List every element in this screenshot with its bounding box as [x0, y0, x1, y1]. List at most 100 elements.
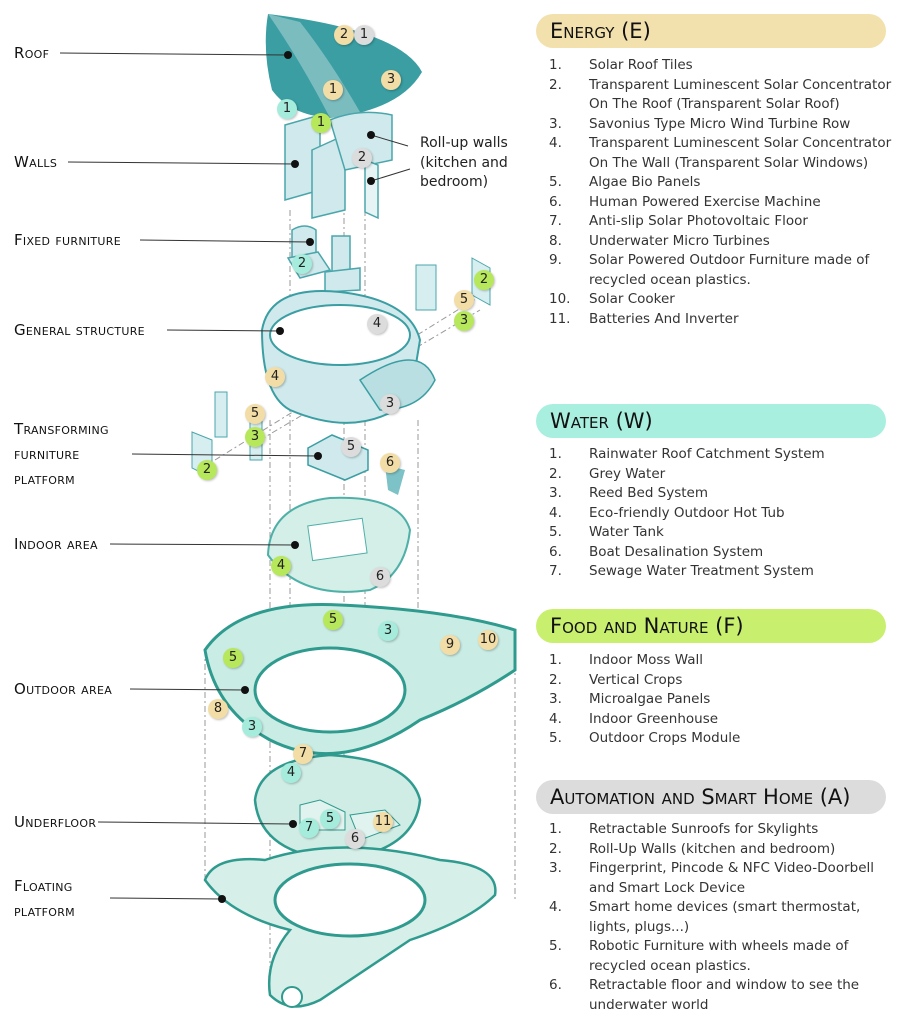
list-item: 3.Microalgae Panels: [549, 690, 899, 710]
list-item-text: Boat Desalination System: [589, 543, 764, 560]
list-item-text: Smart home devices (smart thermostat, li…: [589, 899, 861, 935]
list-item-number: 5.: [549, 524, 562, 540]
list-item-number: 2.: [549, 671, 562, 688]
list-item-text: Retractable floor and window to see the …: [589, 977, 860, 1013]
list-item-number: 3.: [549, 485, 562, 501]
list-item: 4.Indoor Greenhouse: [549, 710, 899, 730]
list-item: 4.Transparent Luminescent Solar Concentr…: [549, 134, 899, 173]
list-item: 2. Vertical Crops: [549, 671, 899, 691]
list-item-text: Grey Water: [589, 465, 666, 482]
badge-energy: 9: [440, 635, 460, 655]
walls-shape: [284, 111, 393, 220]
badge-food: 2: [197, 460, 217, 480]
badge-water: 1: [277, 99, 297, 119]
list-item: 5.Outdoor Crops Module: [549, 729, 899, 749]
label-transforming-3: platform: [14, 470, 75, 488]
list-item: 1.Retractable Sunroofs for Skylights: [549, 820, 899, 840]
badge-energy: 7: [293, 744, 313, 764]
list-item-number: 4.: [549, 135, 562, 151]
list-item-text: Robotic Furniture with wheels made of re…: [589, 938, 849, 974]
label-fixed-furniture: Fixed furniture: [14, 231, 121, 249]
list-item-text: Reed Bed System: [589, 485, 709, 501]
list-item-text: Eco-friendly Outdoor Hot Tub: [589, 504, 785, 521]
list-item-number: 1.: [549, 652, 562, 668]
list-item-number: 1.: [549, 57, 562, 73]
badge-energy: 5: [454, 290, 474, 310]
badge-food: 2: [474, 270, 494, 290]
badge-energy: 3: [381, 70, 401, 90]
list-item: 1.Solar Roof Tiles: [549, 56, 899, 76]
list-item-text: Anti-slip Solar Photovoltaic Floor: [589, 213, 808, 229]
list-item-number: 8.: [549, 232, 562, 249]
general-structure-shape: [191, 257, 491, 495]
label-outdoor-area: Outdoor area: [14, 680, 113, 698]
badge-food: 3: [454, 311, 474, 331]
floating-platform-shape: [203, 846, 497, 1008]
list-item: 7. Sewage Water Treatment System: [549, 562, 899, 582]
badge-energy: 8: [208, 699, 228, 719]
list-item-number: 3.: [549, 860, 562, 876]
badge-water: 4: [281, 763, 301, 783]
badge-automation: 1: [354, 25, 374, 45]
badge-energy: 2: [334, 25, 354, 45]
list-item: 5. Robotic Furniture with wheels made of …: [549, 937, 899, 976]
list-item-text: Sewage Water Treatment System: [589, 563, 814, 579]
list-item: 1.Rainwater Roof Catchment System: [549, 445, 899, 465]
badge-automation: 6: [370, 567, 390, 587]
list-item: 9.Solar Powered Outdoor Furniture made o…: [549, 251, 899, 290]
list-item-text: Indoor Moss Wall: [589, 652, 703, 668]
badge-water: 5: [320, 809, 340, 829]
list-item-text: Indoor Greenhouse: [589, 710, 719, 727]
section-header-energy: Energy (E): [536, 14, 886, 48]
badge-energy: 1: [323, 80, 343, 100]
list-item: 3. Fingerprint, Pincode & NFC Video-Doorb…: [549, 859, 899, 898]
list-item-number: 10.: [549, 291, 571, 307]
leader-dots: [218, 51, 375, 903]
list-item-number: 3.: [549, 115, 562, 132]
list-item: 6. Boat Desalination System: [549, 543, 899, 563]
leader-lines: [59, 52, 411, 900]
underfloor-shape: [253, 753, 422, 862]
list-item-number: 4.: [549, 504, 562, 521]
list-item-number: 5.: [549, 938, 562, 954]
list-item-text: Vertical Crops: [589, 671, 683, 688]
list-item-number: 2.: [549, 465, 562, 482]
food-list: 1. Indoor Moss Wall 2. Vertical Crops 3.Micr…: [549, 651, 899, 749]
label-general-structure: General structure: [14, 321, 145, 339]
badge-water: 3: [378, 621, 398, 641]
list-item-number: 6.: [549, 977, 562, 993]
list-item-number: 7.: [549, 563, 562, 579]
list-item: 6. Human Powered Exercise Machine: [549, 193, 899, 213]
list-item-text: Roll-Up Walls (kitchen and bedroom): [589, 840, 836, 857]
badge-automation: 5: [341, 437, 361, 457]
label-transforming-2: furniture: [14, 445, 80, 463]
list-item-text: Algae Bio Panels: [589, 174, 701, 190]
list-item: 5. Algae Bio Panels: [549, 173, 899, 193]
list-item: 8. Underwater Micro Turbines: [549, 232, 899, 252]
label-floating-1: Floating: [14, 877, 73, 895]
badge-energy: 5: [245, 404, 265, 424]
list-item: 3.Savonius Type Micro Wind Turbine Row: [549, 115, 899, 135]
list-item-number: 5.: [549, 174, 562, 190]
list-item-number: 6.: [549, 193, 562, 210]
list-item-text: Human Powered Exercise Machine: [589, 193, 821, 210]
list-item-text: Underwater Micro Turbines: [589, 232, 770, 249]
badge-automation: 6: [345, 829, 365, 849]
list-item-number: 5.: [549, 730, 562, 746]
label-roof: Roof: [14, 44, 50, 62]
badge-water: 2: [292, 254, 312, 274]
badge-automation: 2: [352, 148, 372, 168]
badge-energy: 4: [265, 367, 285, 387]
list-item-text: Fingerprint, Pincode & NFC Video-Doorbel…: [589, 860, 875, 896]
badge-food: 4: [271, 556, 291, 576]
list-item: 7.Anti-slip Solar Photovoltaic Floor: [549, 212, 899, 232]
list-item-text: Microalgae Panels: [589, 691, 711, 707]
label-underfloor: Underfloor: [14, 813, 97, 831]
list-item-number: 11.: [549, 310, 571, 327]
list-item-number: 2.: [549, 840, 562, 857]
list-item-number: 6.: [549, 543, 562, 560]
label-transforming-1: Transforming: [14, 420, 109, 438]
badge-energy: 6: [380, 453, 400, 473]
